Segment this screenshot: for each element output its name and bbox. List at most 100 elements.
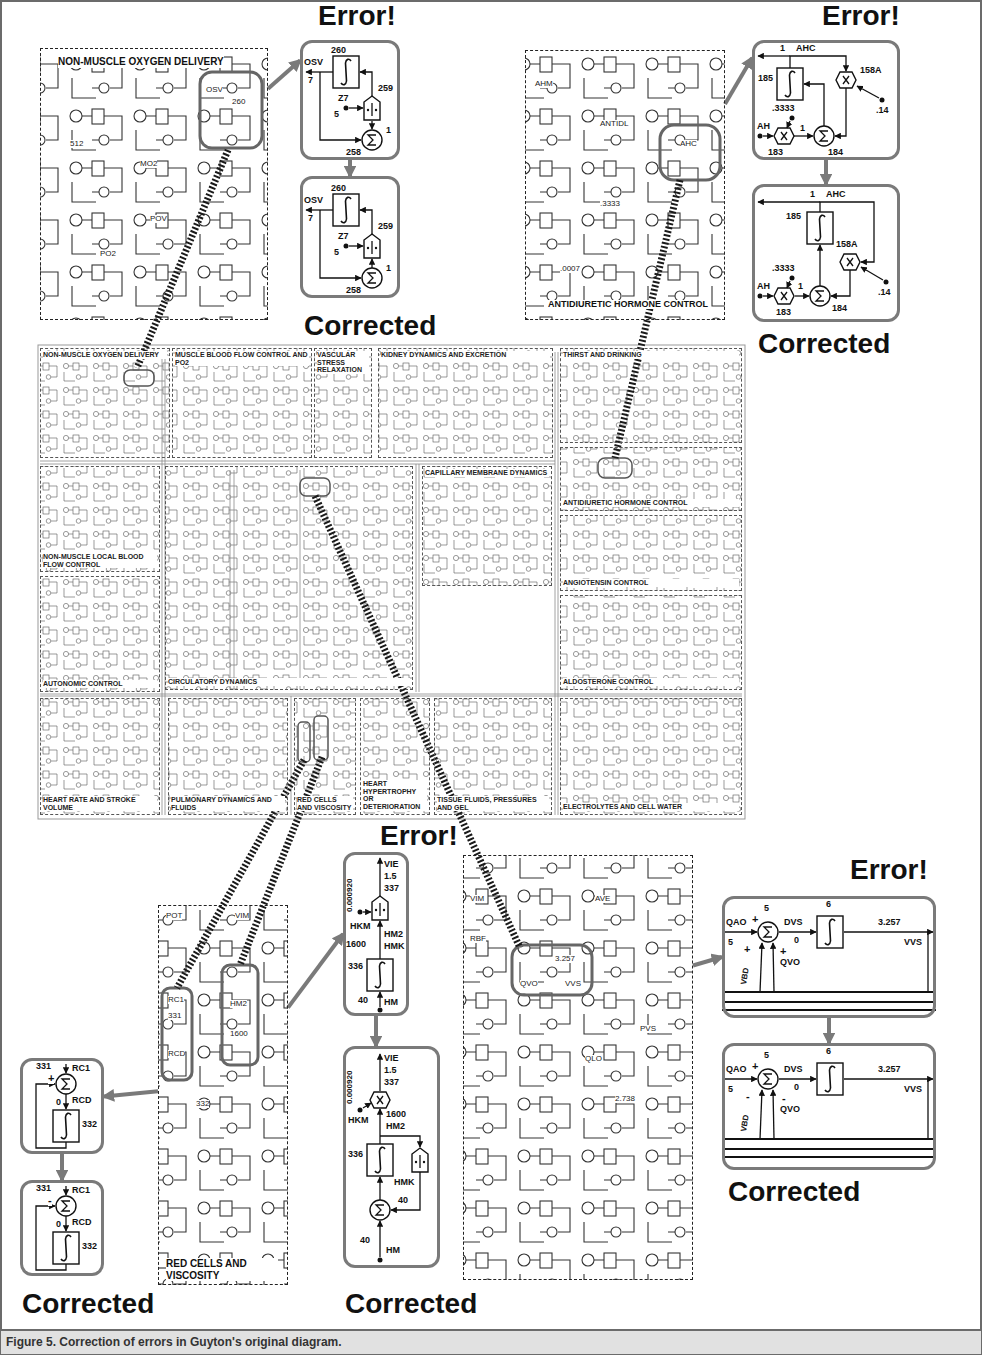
- signal-label: 259: [378, 84, 393, 93]
- signal-label: HMK: [384, 942, 405, 951]
- overview-schematic: [40, 466, 160, 572]
- signal-label: 260: [331, 46, 346, 55]
- signal-label: 5: [334, 110, 339, 119]
- zoom-leader: [615, 180, 680, 458]
- connector-arrow: [827, 1018, 831, 1043]
- error-callout: 331+RC10RCD332: [20, 1058, 104, 1154]
- signal-label: 5: [764, 1051, 769, 1060]
- sign-label: +: [752, 1061, 758, 1072]
- signal-label: Z7: [338, 94, 349, 103]
- overview-schematic: [298, 722, 310, 762]
- signal-label: 5: [728, 938, 733, 947]
- corrected-callout: 5QAO+DVS63.25750VVS-VBD-QVOCorrected: [722, 1043, 936, 1170]
- callout-heading: Error!: [318, 2, 396, 30]
- block-diagram: [819, 245, 820, 286]
- signal-label: 332: [82, 1120, 97, 1129]
- panel-title: ANTIDIURETIC HORMONE CONTROL: [563, 499, 739, 507]
- block-diagram: [787, 121, 790, 128]
- signal-label: .3333: [772, 104, 795, 113]
- block-diagram: [358, 910, 363, 915]
- overview-panel: PULMONARY DYNAMICS AND FLUIDS: [168, 698, 288, 815]
- scan-label: 1600: [230, 1030, 248, 1038]
- scan-label: VIM: [470, 895, 484, 903]
- scan-label: RC1: [168, 996, 184, 1004]
- zoom-leader: [177, 760, 304, 988]
- block-diagram: [722, 1063, 936, 1157]
- scan-excerpt-artwork: [158, 905, 288, 1285]
- scan-excerpt: POTVIMRC1331HM21600RCD332RED CELLS AND V…: [158, 905, 288, 1285]
- block-diagram: [379, 992, 380, 1007]
- signal-label: HM: [384, 998, 398, 1007]
- callout-heading: Error!: [822, 2, 900, 30]
- sign-label: +: [780, 946, 786, 957]
- signal-label: VIE: [384, 1054, 399, 1063]
- signal-label: 183: [768, 148, 783, 157]
- scan-label: 332: [196, 1100, 209, 1108]
- block-diagram: [857, 86, 879, 98]
- overview-schematic: [422, 466, 552, 586]
- block-diagram: [795, 295, 809, 296]
- scan-label: 3.257: [555, 955, 575, 963]
- figure-frame: [1, 1, 981, 1330]
- signal-label: 337: [384, 1078, 399, 1087]
- overview-schematic: [38, 345, 745, 819]
- signal-label: 1.5: [384, 1066, 397, 1075]
- panel-title: CIRCULATORY DYNAMICS: [168, 678, 410, 686]
- signal-label: 6: [826, 1047, 831, 1056]
- overview-schematic: [360, 698, 430, 815]
- block-diagram: [363, 858, 380, 1007]
- scan-label: 331: [168, 1012, 181, 1020]
- block-diagram: [379, 1221, 380, 1257]
- signal-label: 5: [764, 904, 769, 913]
- error-callout: Error!5QAO+DVS63.25750VVS+VBD+QVO: [722, 896, 936, 1018]
- scan-label: QLO: [585, 1055, 602, 1063]
- signal-label: 5: [728, 1085, 733, 1094]
- signal-label: 336: [348, 1150, 363, 1159]
- block-diagram: [814, 126, 834, 146]
- scan-label: POV: [150, 215, 167, 223]
- block-diagram: [363, 1103, 371, 1108]
- block-diagram: [884, 280, 889, 285]
- panel-title: NON-MUSCLE OXYGEN DELIVERY: [43, 351, 167, 359]
- signal-label: QAO: [726, 1065, 747, 1074]
- block-diagram: [363, 911, 371, 912]
- signal-label: RC1: [72, 1186, 90, 1195]
- overview-schematic: [314, 348, 372, 458]
- scan-label: HM2: [230, 1000, 247, 1008]
- signal-label: 1.5: [384, 872, 397, 881]
- callout-heading: Corrected: [304, 312, 436, 340]
- block-diagram: [763, 135, 773, 136]
- block-diagram: [880, 98, 885, 103]
- sign-label: +: [48, 1073, 54, 1084]
- signal-label: QVO: [780, 958, 800, 967]
- scan-excerpt-artwork: [525, 50, 725, 320]
- signal-label: 185: [786, 212, 801, 221]
- overview-schematic: [378, 348, 553, 458]
- block-diagram: [777, 68, 803, 100]
- panel-title: RED CELLS AND VISCOSITY: [166, 1258, 278, 1281]
- overview-schematic: [560, 698, 742, 815]
- overview-panel: HEART HYPERTROPHY OR DETERIORATION: [360, 698, 430, 815]
- block-diagram: [758, 202, 883, 296]
- panel-title: MUSCLE BLOOD FLOW CONTROL AND PO2: [175, 351, 309, 366]
- block-diagram: [774, 128, 794, 144]
- signal-label: HM: [386, 1246, 400, 1255]
- overview-panel: TISSUE FLUIDS, PRESSURES AND GEL: [434, 698, 552, 815]
- signal-label: RCD: [72, 1096, 92, 1105]
- caption-band: [0, 1330, 982, 1355]
- scan-excerpt-artwork: [162, 72, 720, 1080]
- overview-schematic: [434, 698, 552, 815]
- signal-label: HMK: [394, 1178, 415, 1187]
- sign-label: -: [48, 1195, 52, 1206]
- block-diagram: [379, 858, 380, 896]
- scan-excerpt-artwork: [222, 965, 258, 1065]
- overview-schematic: [40, 348, 742, 815]
- corrected-callout: 260OSV7Z752592581Corrected: [300, 176, 400, 298]
- signal-label: 331: [36, 1184, 51, 1193]
- sign-label: -: [782, 1093, 786, 1104]
- callout-heading: Corrected: [758, 330, 890, 358]
- signal-label: VVS: [904, 938, 922, 947]
- scan-excerpt-artwork: [200, 72, 262, 148]
- overview-panel: NON-MUSCLE OXYGEN DELIVERY: [40, 348, 170, 458]
